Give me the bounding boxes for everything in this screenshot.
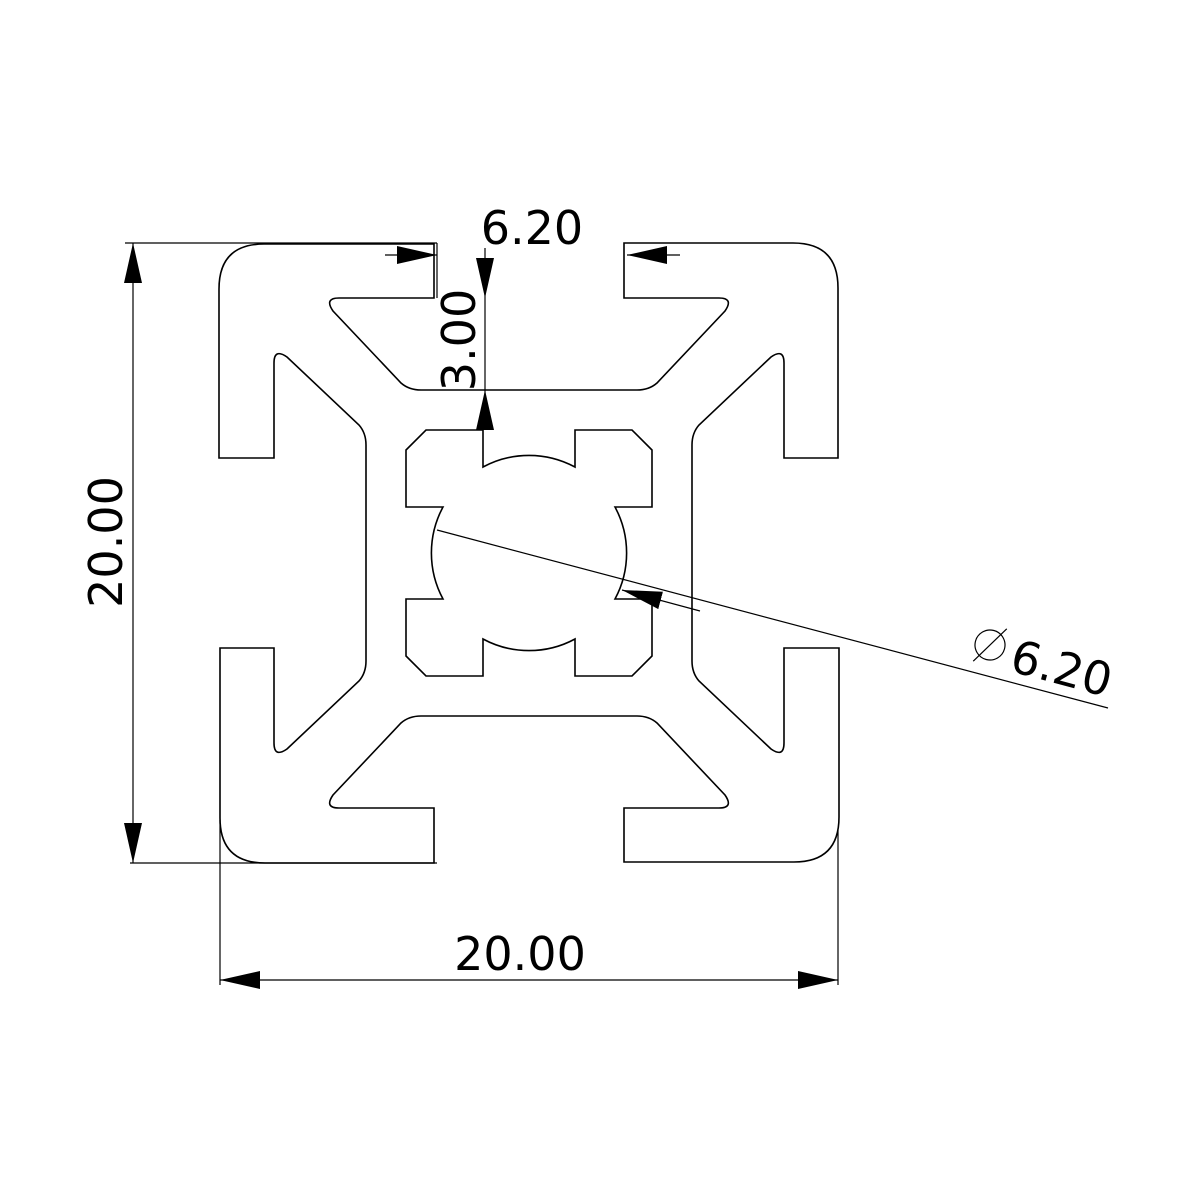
lip-depth-label: 3.00 [432, 289, 486, 391]
bore-leader-line [436, 529, 1109, 709]
profile-center-cavity [405, 429, 653, 677]
width-label: 20.00 [454, 927, 586, 981]
height-label: 20.00 [79, 476, 133, 608]
diameter-symbol-icon: ⌀ [972, 628, 1008, 662]
bore-leader-arrow [621, 589, 701, 612]
bore-diameter-label: 6.20 [1005, 629, 1118, 708]
slot-width-label: 6.20 [481, 201, 583, 255]
profile-outer-contour [218, 242, 840, 864]
bore-label: ⌀ 6.20 [972, 628, 1118, 708]
dimension-lines [124, 242, 1109, 989]
